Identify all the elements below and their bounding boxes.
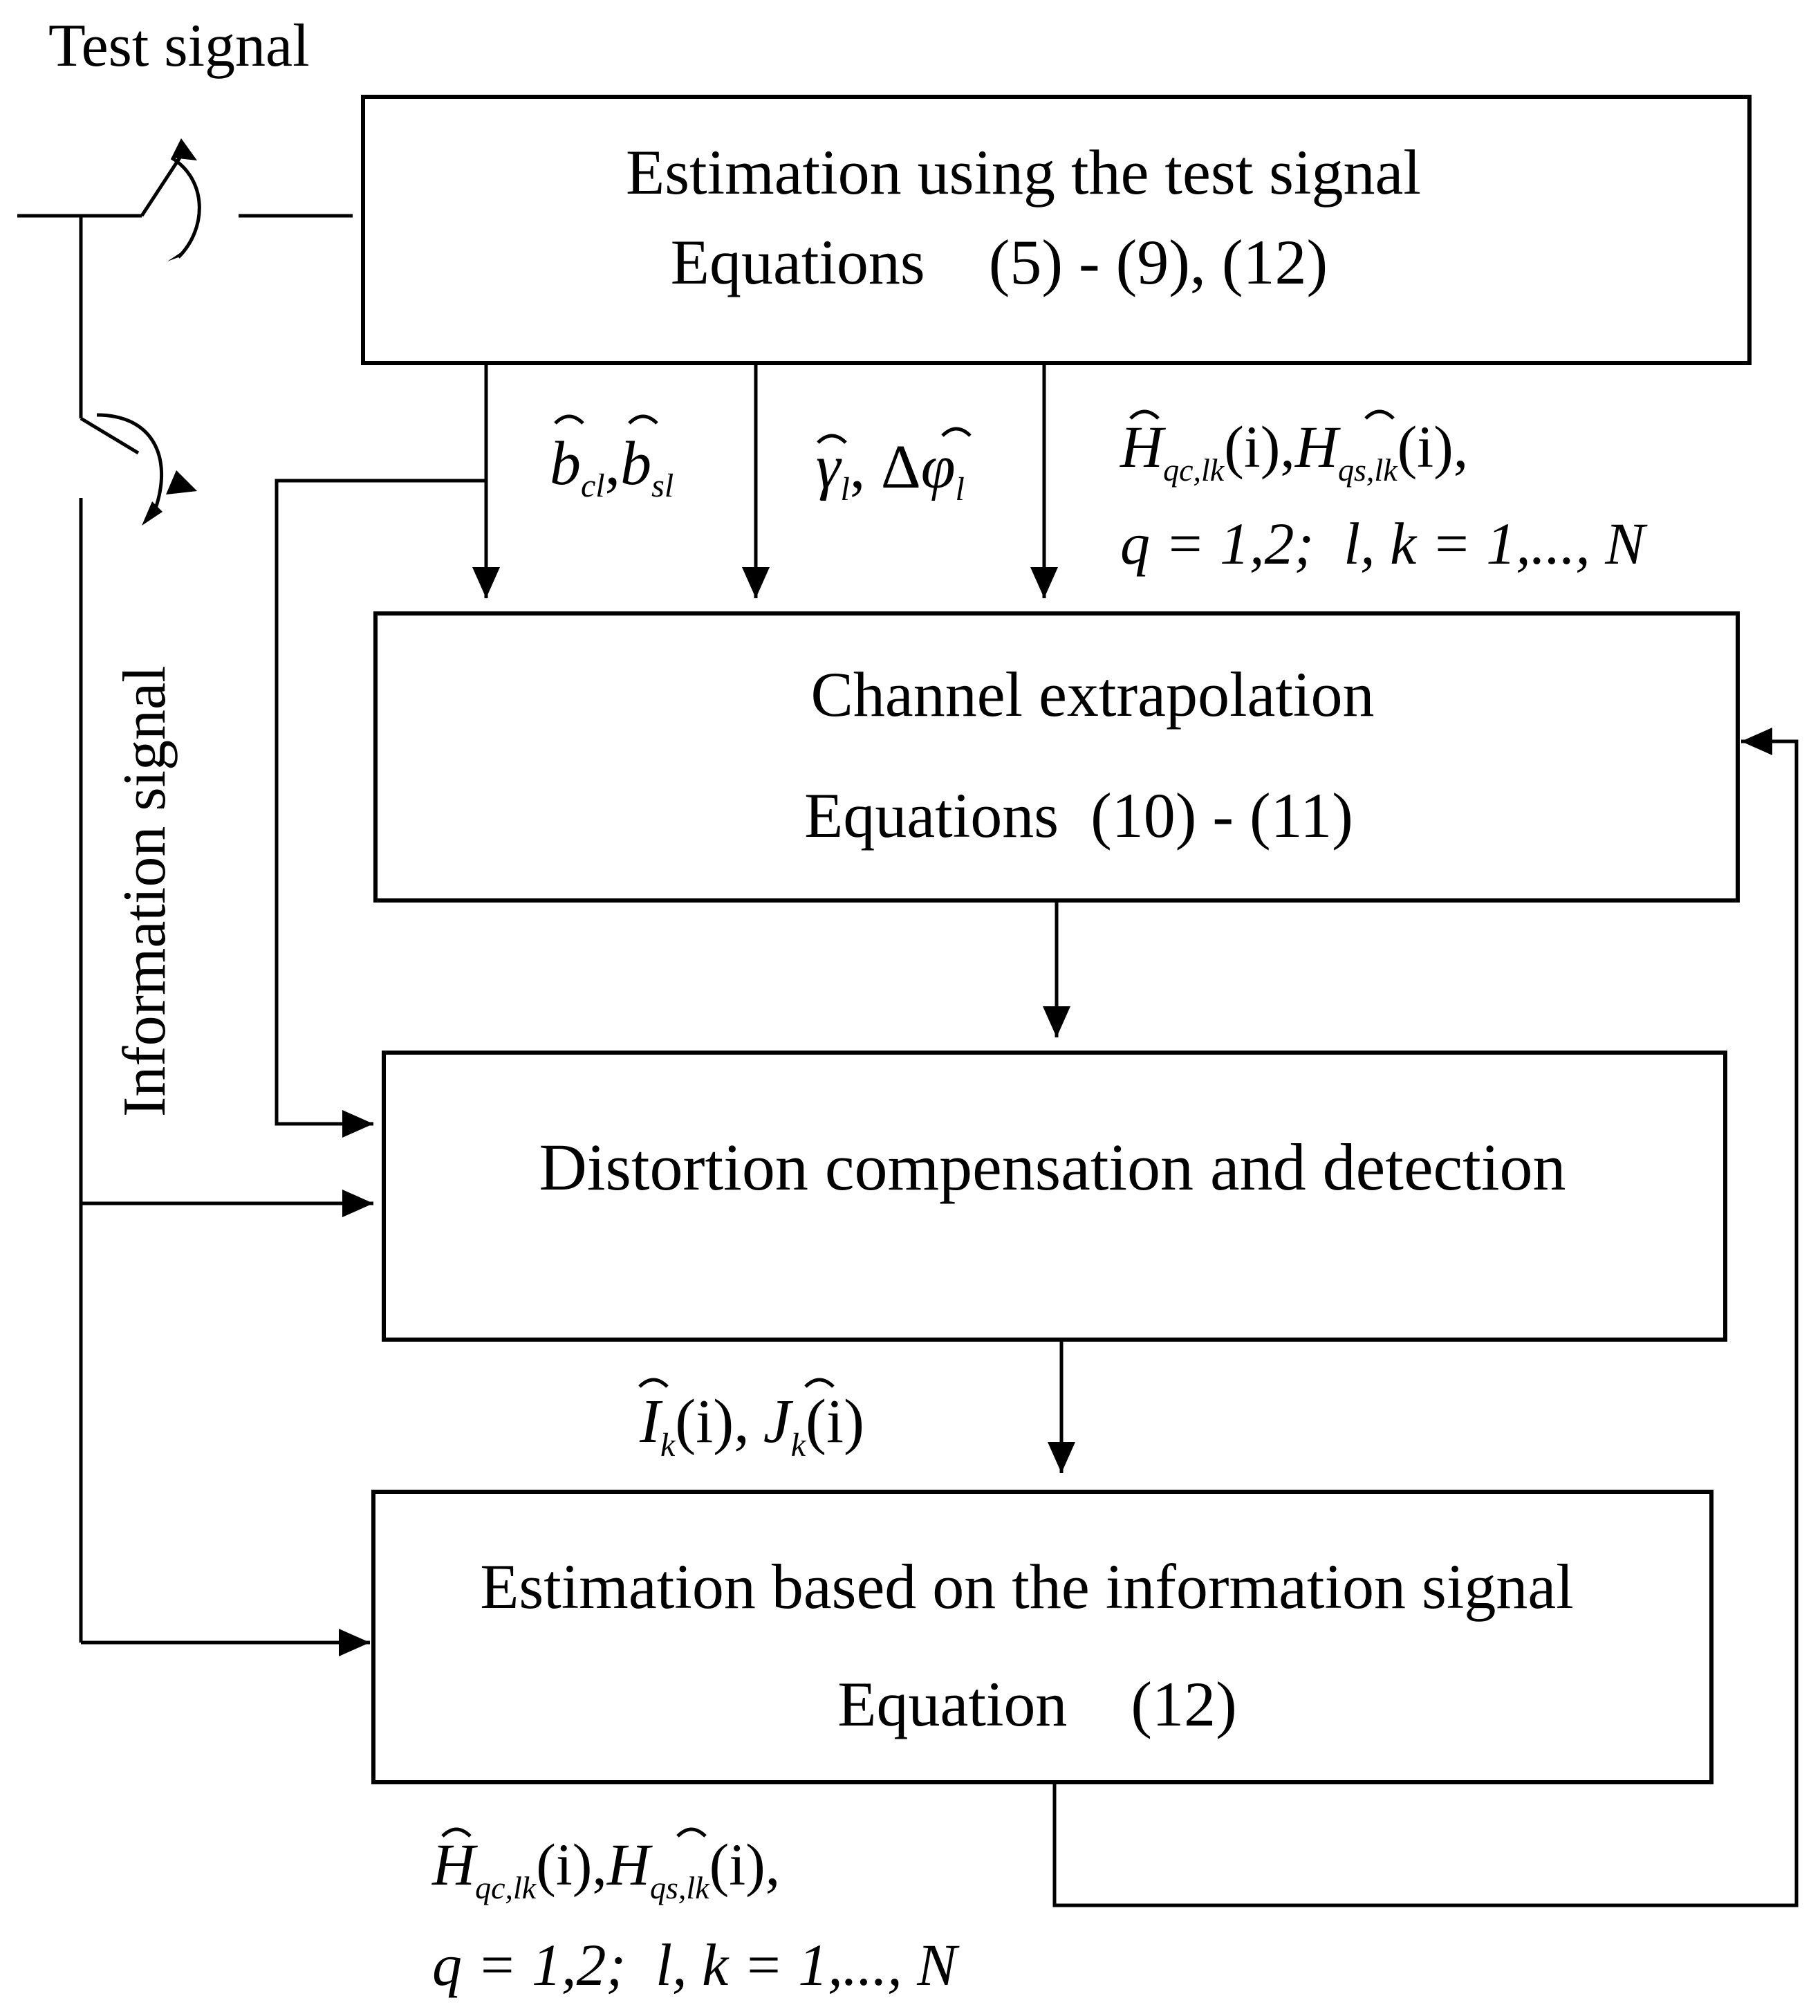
- test-signal-estimation-block: [361, 95, 1752, 365]
- test-estimation-equations: Equations (5) - (9), (12): [671, 227, 1328, 297]
- information-signal-label: Information signal: [111, 665, 178, 1117]
- information-signal-line: [79, 498, 373, 1656]
- ij-estimates-label: Ik(i),Jk(i): [638, 1378, 864, 1463]
- information-estimation-equations: Equation (12): [837, 1669, 1236, 1739]
- svg-text:Hqc,lk(i),Hqs,lk(i),: Hqc,lk(i),Hqs,lk(i),: [431, 1831, 780, 1905]
- svg-text:Hqc,lk(i),Hqs,lk(i),: Hqc,lk(i),Hqs,lk(i),: [1120, 414, 1468, 488]
- b-params-label: bcl,bsl: [550, 414, 674, 504]
- channel-extrapolation-equations: Equations (10) - (11): [804, 780, 1353, 851]
- distortion-detection-block: [382, 1051, 1727, 1342]
- feedback-loop-arrow: [1052, 728, 1799, 1907]
- svg-text:q = 1,2; l, k = 1,..., N: q = 1,2; l, k = 1,..., N: [1120, 510, 1648, 577]
- channel-extrapolation-block: [373, 611, 1740, 903]
- h-estimates-top-label: Hqc,lk(i),Hqs,lk(i), q = 1,2; l, k = 1,.…: [1120, 409, 1648, 577]
- distortion-detection-title: Distortion compensation and detection: [539, 1130, 1566, 1204]
- svg-text:γl, Δφl: γl, Δφl: [816, 433, 965, 508]
- input-switch-test: [17, 138, 353, 261]
- test-signal-label: Test signal: [48, 12, 310, 80]
- svg-text:q = 1,2; l, k = 1,..., N: q = 1,2; l, k = 1,..., N: [432, 1932, 960, 1998]
- h-estimates-bottom-label: Hqc,lk(i),Hqs,lk(i), q = 1,2; l, k = 1,.…: [431, 1827, 960, 1998]
- b-params-branch: [275, 479, 486, 1138]
- input-switch-information: [79, 216, 197, 526]
- information-estimation-block: [371, 1490, 1714, 1784]
- channel-extrapolation-title: Channel extrapolation: [811, 659, 1375, 730]
- svg-text:Ik(i),Jk(i): Ik(i),Jk(i): [639, 1387, 864, 1463]
- information-estimation-title: Estimation based on the information sign…: [480, 1551, 1574, 1622]
- gamma-phi-label: γl, Δφl: [816, 427, 972, 508]
- test-estimation-title: Estimation using the test signal: [626, 137, 1421, 207]
- svg-text:bcl,bsl: bcl,bsl: [550, 429, 674, 504]
